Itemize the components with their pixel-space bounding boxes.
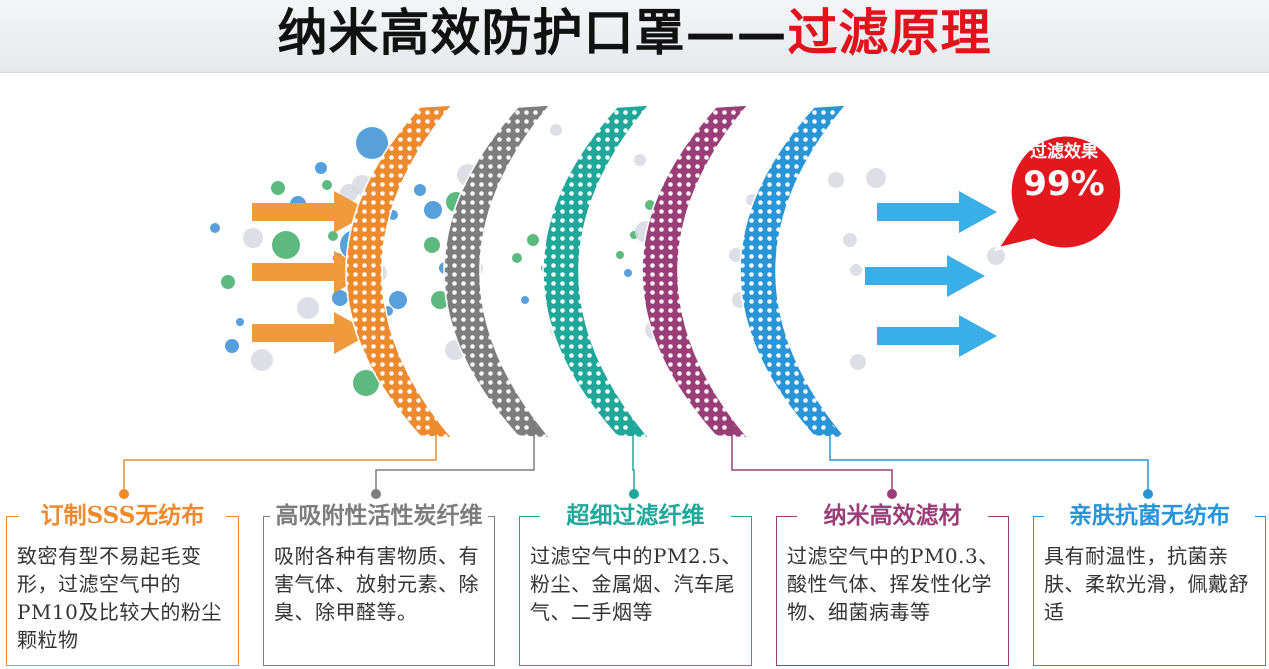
particle	[624, 269, 632, 277]
particle	[243, 228, 263, 248]
particle	[850, 264, 862, 276]
layer-box-2: 高吸附性活性炭纤维 吸附各种有害物质、有害气体、放射元素、除臭、除甲醛等。	[263, 502, 495, 666]
box-top-left-edge	[7, 516, 19, 517]
layer-description: 具有耐温性，抗菌亲肤、柔软光滑，佩戴舒适	[1044, 544, 1249, 624]
particle	[634, 154, 646, 166]
particle	[424, 237, 440, 253]
filter-layer-1	[345, 104, 454, 439]
particle	[828, 172, 844, 188]
layer-description: 致密有型不易起毛变形，过滤空气中的PM10及比较大的粉尘颗粒物	[17, 544, 222, 652]
connector-line	[123, 430, 437, 494]
layer-box-1: 订制SSS无纺布 致密有型不易起毛变形，过滤空气中的PM10及比较大的粉尘颗粒物	[6, 502, 239, 666]
connector-line	[375, 430, 535, 494]
connector-dot	[825, 425, 835, 435]
particle	[987, 247, 1005, 265]
particle	[356, 127, 388, 159]
particle	[236, 318, 244, 326]
filter-layer-4	[641, 104, 750, 439]
particle	[225, 339, 239, 353]
filter-layer-3	[542, 104, 651, 439]
connector-dot	[1143, 489, 1153, 499]
connector-dot	[629, 489, 639, 499]
particle	[512, 253, 522, 263]
particle	[866, 168, 886, 188]
layer-box-3: 超细过滤纤维 过滤空气中的PM2.5、粉尘、金属烟、汽车尾气、二手烟等	[519, 502, 752, 666]
connector-dot	[119, 489, 129, 499]
particle	[315, 162, 327, 174]
filter-layer-5	[739, 104, 848, 439]
badge-label: 过滤效果	[1030, 142, 1098, 162]
arrow	[877, 191, 997, 233]
box-top-right-edge	[731, 516, 751, 517]
particle	[332, 290, 348, 306]
efficiency-badge-text: 过滤效果 99%	[1003, 140, 1125, 204]
layer-title: 超细过滤纤维	[563, 502, 708, 529]
filter-layers	[345, 104, 848, 439]
connector-line	[829, 430, 1149, 494]
particle	[616, 251, 624, 259]
box-top-right-edge	[1255, 516, 1265, 517]
particle	[521, 296, 529, 304]
particle	[322, 180, 332, 190]
particle	[271, 181, 285, 195]
particle	[729, 248, 743, 262]
connector-line	[731, 430, 893, 494]
connector-dot	[431, 425, 441, 435]
connector-dot	[529, 425, 539, 435]
layer-description: 吸附各种有害物质、有害气体、放射元素、除臭、除甲醛等。	[274, 544, 479, 624]
layer-description: 过滤空气中的PM2.5、粉尘、金属烟、汽车尾气、二手烟等	[530, 544, 742, 624]
layer-description: 过滤空气中的PM0.3、酸性气体、挥发性化学物、细菌病毒等	[787, 544, 999, 624]
particle	[527, 234, 539, 246]
particle	[424, 201, 442, 219]
arrow	[877, 315, 997, 357]
arrow	[252, 251, 372, 293]
particle	[297, 297, 319, 319]
outgoing-air-arrows	[865, 191, 997, 357]
box-top-left-edge	[777, 516, 797, 517]
particle	[221, 275, 235, 289]
layer-title: 亲肤抗菌无纺布	[1066, 502, 1233, 529]
connector-line	[632, 430, 635, 494]
particle	[550, 124, 562, 136]
title-main: 纳米高效防护口罩——	[277, 3, 788, 62]
connector-dot	[371, 489, 381, 499]
arrow	[252, 312, 372, 354]
particle	[843, 233, 857, 247]
connector-dot	[628, 425, 638, 435]
filter-layer-2	[443, 104, 552, 439]
connector-dot	[887, 489, 897, 499]
box-top-right-edge	[488, 516, 494, 517]
particle	[251, 349, 273, 371]
particle	[389, 291, 407, 309]
arrow	[252, 191, 372, 233]
particle	[328, 231, 338, 241]
box-top-left-edge	[264, 516, 270, 517]
particle	[210, 223, 220, 233]
page-title: 纳米高效防护口罩——过滤原理	[0, 0, 1269, 66]
layer-title: 订制SSS无纺布	[37, 502, 208, 529]
title-highlight: 过滤原理	[787, 3, 992, 62]
box-top-left-edge	[520, 516, 540, 517]
particle	[850, 354, 866, 370]
connector-dot	[727, 425, 737, 435]
box-top-left-edge	[1034, 516, 1044, 517]
badge-value: 99%	[1023, 164, 1105, 204]
layer-connectors	[119, 425, 1153, 499]
layer-title: 高吸附性活性炭纤维	[272, 502, 486, 529]
particle	[431, 291, 449, 309]
header-bar	[0, 0, 1269, 73]
incoming-air-arrows	[252, 191, 372, 354]
particle	[414, 184, 426, 196]
layer-box-4: 纳米高效滤材 过滤空气中的PM0.3、酸性气体、挥发性化学物、细菌病毒等	[776, 502, 1009, 666]
box-top-right-edge	[988, 516, 1008, 517]
particle	[353, 370, 379, 396]
particle	[272, 231, 300, 259]
efficiency-badge	[993, 133, 1124, 252]
layer-title: 纳米高效滤材	[820, 502, 965, 529]
box-top-right-edge	[226, 516, 238, 517]
layer-box-5: 亲肤抗菌无纺布 具有耐温性，抗菌亲肤、柔软光滑，佩戴舒适	[1033, 502, 1266, 666]
arrow	[865, 255, 985, 297]
